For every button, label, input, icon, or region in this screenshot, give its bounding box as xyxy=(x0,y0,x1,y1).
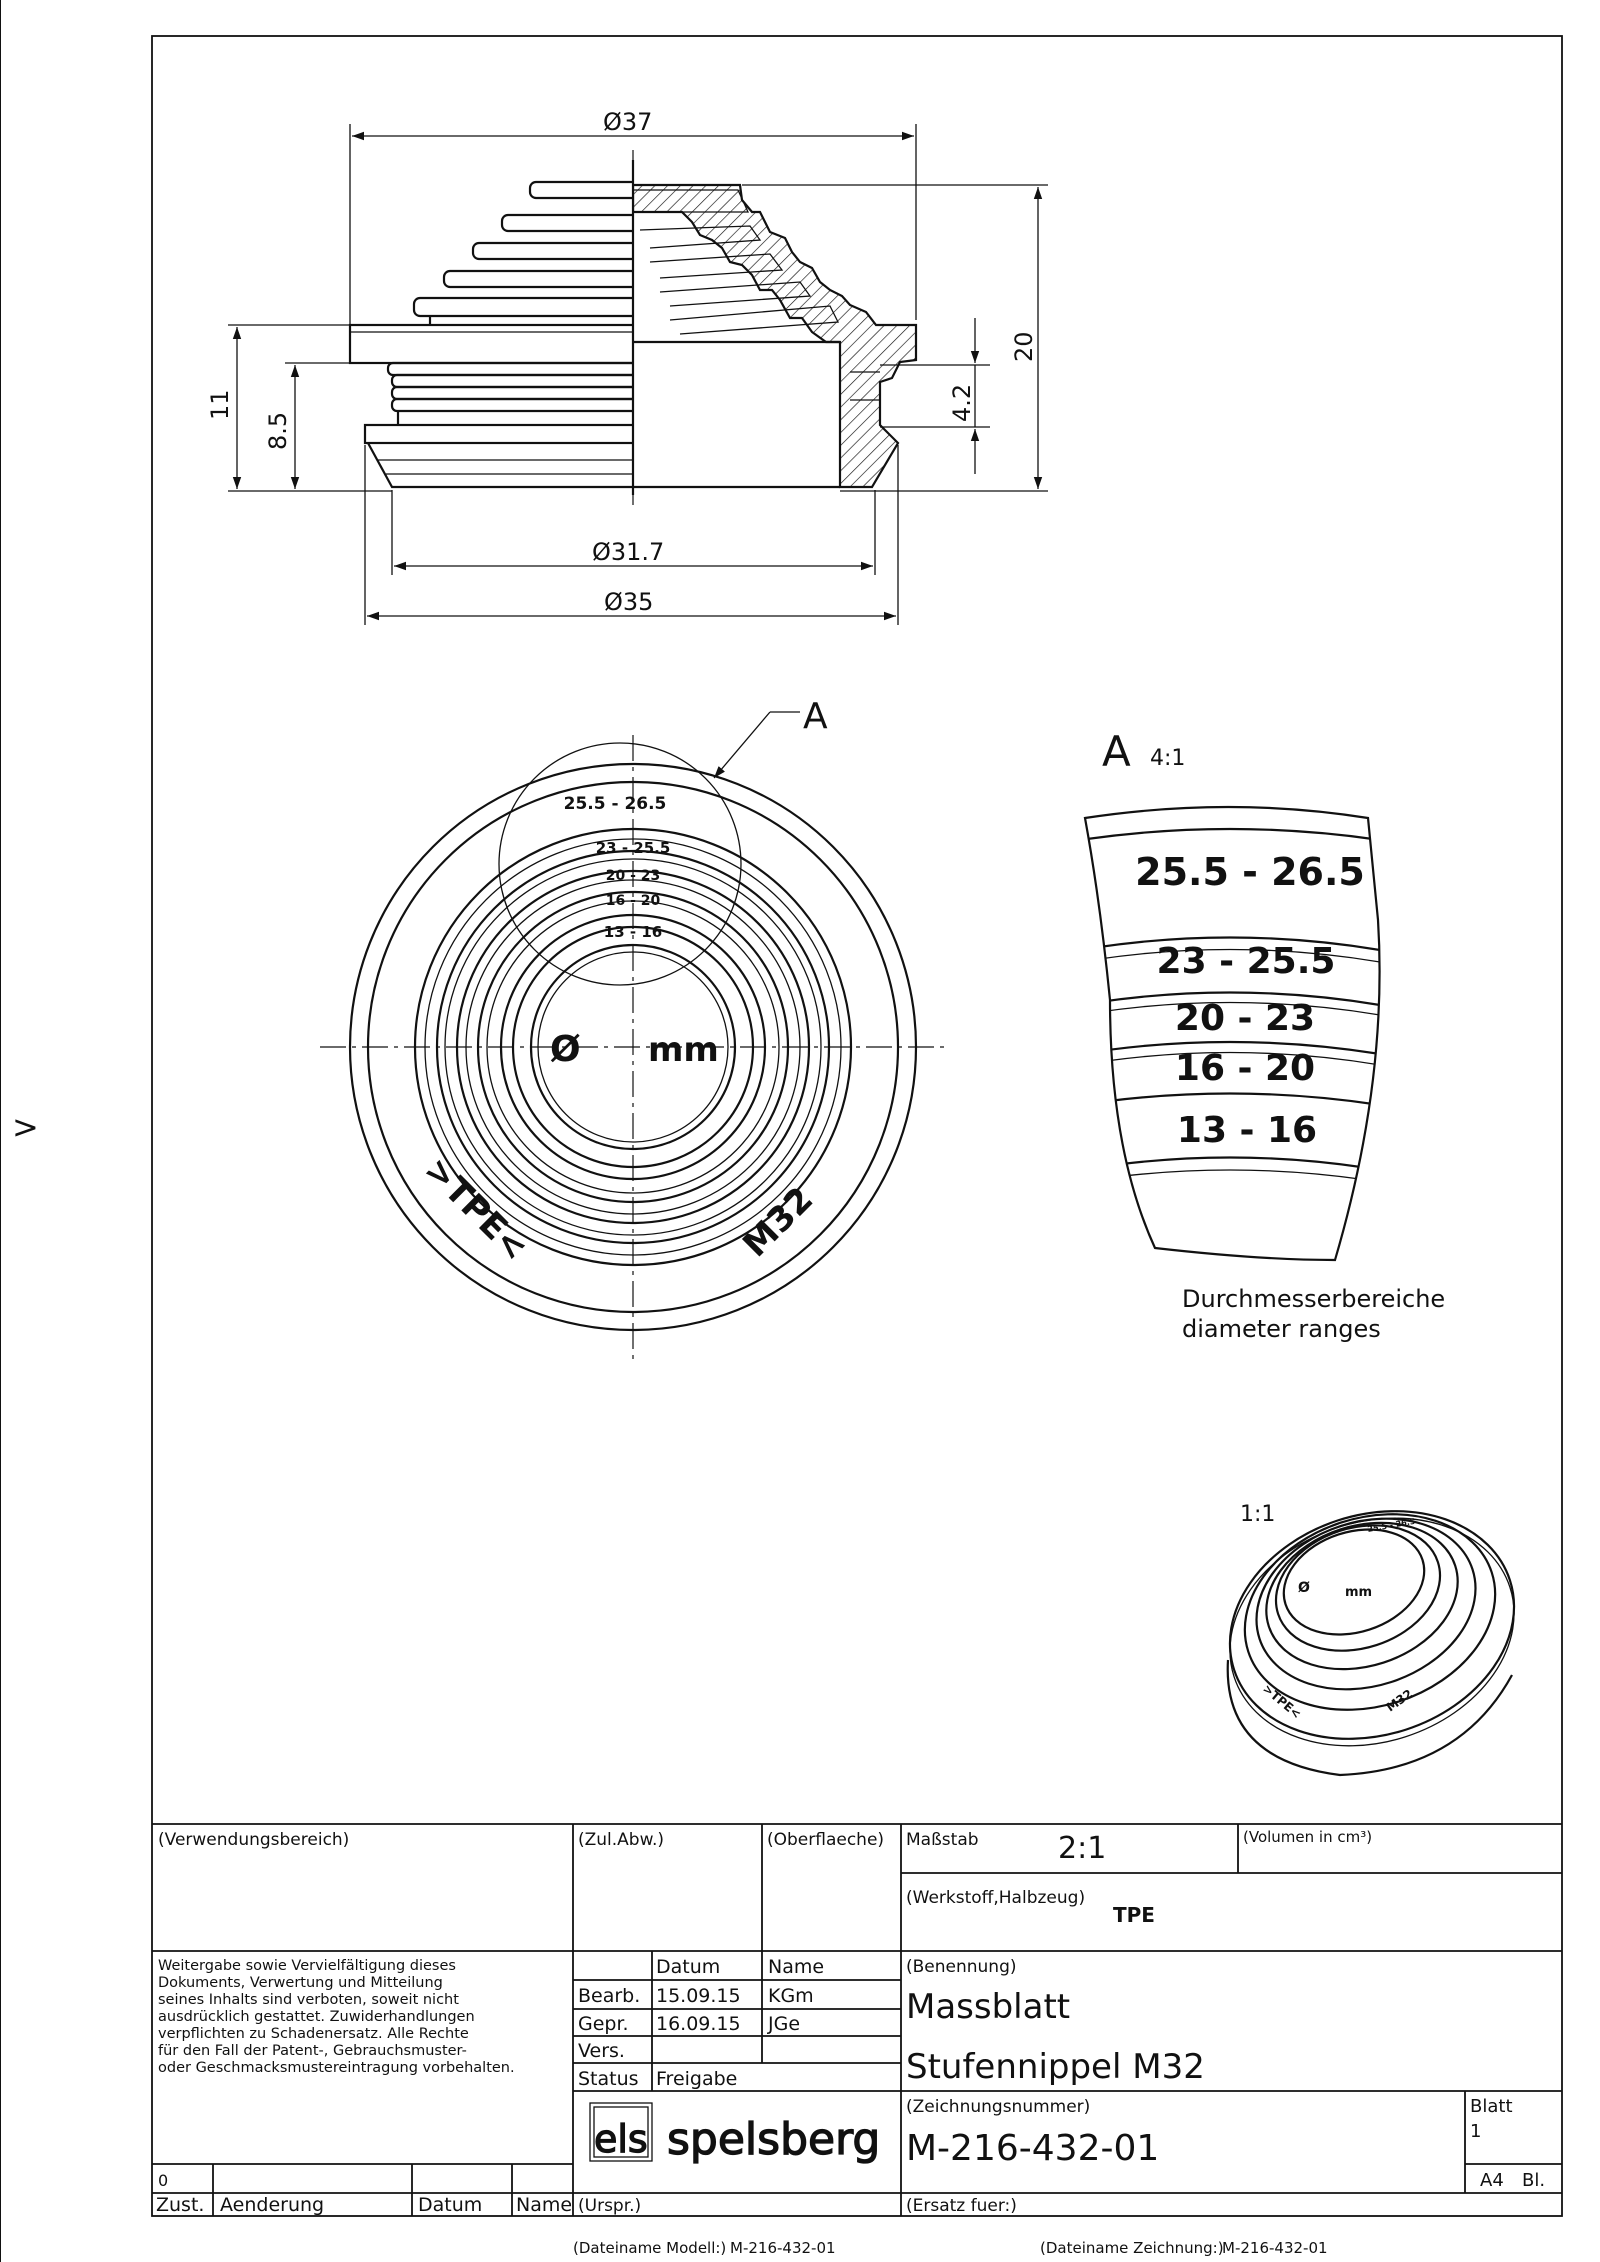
tb-format-bl: Bl. xyxy=(1522,2170,1545,2191)
front-ring-label-1: 25.5 - 26.5 xyxy=(564,794,667,814)
tb-oberflaeche: (Oberflaeche) xyxy=(767,1830,884,1850)
tb-notice-4: ausdrücklich gestattet. Zuwiderhandlunge… xyxy=(158,2009,475,2025)
tb-zust: Zust. xyxy=(156,2194,204,2216)
tb-blatt-value: 1 xyxy=(1470,2121,1481,2142)
tb-gepr-datum: 16.09.15 xyxy=(656,2013,741,2035)
detail-caption-de: Durchmesserbereiche xyxy=(1182,1285,1445,1313)
front-view: Ø mm 25.5 - 26.5 23 - 25.5 20 - 23 16 - … xyxy=(320,696,945,1360)
logo-spelsberg: spelsberg xyxy=(667,2114,880,2165)
tb-status-label: Status xyxy=(578,2068,639,2090)
tb-status-value: Freigabe xyxy=(656,2068,737,2090)
tb-verwendungsbereich: (Verwendungsbereich) xyxy=(158,1830,349,1850)
detail-caption-en: diameter ranges xyxy=(1182,1315,1381,1343)
detail-a-scale: 4:1 xyxy=(1150,746,1185,771)
dim-h20: 20 xyxy=(1010,331,1038,362)
tb-ersatz: (Ersatz fuer:) xyxy=(906,2196,1017,2216)
detail-label-4: 16 - 20 xyxy=(1175,1048,1315,1089)
tb-notice-7: oder Geschmacksmustereintragung vorbehal… xyxy=(158,2060,515,2076)
iso-center-diameter: Ø xyxy=(1298,1580,1310,1596)
tb-rev-datum: Datum xyxy=(418,2194,482,2216)
tb-massstab-value: 2:1 xyxy=(1058,1831,1106,1866)
tb-drawing-number: M-216-432-01 xyxy=(906,2128,1159,2169)
tb-format: A4 xyxy=(1480,2170,1504,2191)
tb-gepr-name: JGe xyxy=(767,2013,800,2035)
tb-rev-index: 0 xyxy=(158,2171,168,2190)
file-names: (Dateiname Modell:) M-216-432-01 (Datein… xyxy=(573,2239,1328,2257)
tb-zul-abw: (Zul.Abw.) xyxy=(578,1830,664,1850)
detail-label-2: 23 - 25.5 xyxy=(1157,941,1336,982)
side-mark: > xyxy=(12,1108,39,1146)
section-view xyxy=(348,150,918,505)
tb-aenderung: Aenderung xyxy=(220,2194,324,2216)
iso-center-mm: mm xyxy=(1345,1585,1372,1600)
tb-notice-2: Dokuments, Verwertung und Mitteilung xyxy=(158,1975,443,1991)
drawing-frame xyxy=(151,35,1563,2217)
front-center-diameter: Ø xyxy=(550,1029,581,1070)
tb-massstab-label: Maßstab xyxy=(906,1830,979,1850)
tb-zeichnungsnummer-label: (Zeichnungsnummer) xyxy=(906,2097,1090,2117)
detail-label-3: 20 - 23 xyxy=(1175,998,1315,1039)
detail-label-5: 13 - 16 xyxy=(1177,1110,1317,1151)
tb-gepr-label: Gepr. xyxy=(578,2013,629,2035)
tb-bearb-datum: 15.09.15 xyxy=(656,1985,741,2007)
detail-a-view: A 4:1 25.5 - 26.5 23 - 25.5 20 - 23 16 -… xyxy=(1083,727,1445,1343)
front-ring-label-5: 13 - 16 xyxy=(604,923,662,941)
tb-name-header: Name xyxy=(768,1956,824,1978)
tb-notice-3: seines Inhalts sind verboten, soweit nic… xyxy=(158,1992,459,2008)
front-center-mm: mm xyxy=(648,1030,719,1070)
dim-h4-2: 4.2 xyxy=(948,384,976,422)
file-drawing-label: (Dateiname Zeichnung:) xyxy=(1040,2239,1224,2257)
tb-rev-name: Name xyxy=(516,2194,572,2216)
section-view-cut xyxy=(633,183,918,489)
tb-blatt-label: Blatt xyxy=(1470,2096,1513,2117)
tb-bearb-name: KGm xyxy=(768,1985,814,2007)
tb-notice-5: verpflichten zu Schadenersatz. Alle Rech… xyxy=(158,2026,469,2042)
iso-thread-mark: M32 xyxy=(1384,1687,1415,1715)
dimensions: Ø37 Ø31.7 Ø35 11 8.5 20 4.2 xyxy=(206,108,1048,625)
dim-d35: Ø35 xyxy=(604,588,653,616)
dim-d31-7: Ø31.7 xyxy=(592,538,664,566)
front-ring-label-4: 16 - 20 xyxy=(606,893,661,909)
dim-h8-5: 8.5 xyxy=(264,412,292,450)
tb-benennung-label: (Benennung) xyxy=(906,1957,1017,1977)
front-ring-label-2: 23 - 25.5 xyxy=(596,839,671,857)
tb-title-line2: Stufennippel M32 xyxy=(906,2047,1205,2087)
tb-vers-label: Vers. xyxy=(578,2040,625,2062)
tb-notice-6: für den Fall der Patent-, Gebrauchsmuste… xyxy=(158,2043,467,2059)
detail-a-callout: A xyxy=(803,696,828,737)
file-model-label: (Dateiname Modell:) xyxy=(573,2239,726,2257)
tb-datum-header: Datum xyxy=(656,1956,720,1978)
detail-a-letter: A xyxy=(1102,727,1131,776)
file-drawing: M-216-432-01 xyxy=(1222,2239,1328,2257)
tb-volumen: (Volumen in cm³) xyxy=(1243,1828,1372,1846)
title-block: (Verwendungsbereich) (Zul.Abw.) (Oberfla… xyxy=(152,1823,1562,2216)
front-ring-label-3: 20 - 23 xyxy=(606,868,661,884)
file-model: M-216-432-01 xyxy=(730,2239,836,2257)
spelsberg-logo: els spelsberg xyxy=(589,2102,881,2166)
iso-scale: 1:1 xyxy=(1240,1502,1275,1527)
dim-h11: 11 xyxy=(206,389,234,420)
logo-els: els xyxy=(594,2117,648,2161)
tb-notice-1: Weitergabe sowie Vervielfältigung dieses xyxy=(158,1958,456,1974)
tb-title-line1: Massblatt xyxy=(906,1987,1070,2027)
detail-label-1: 25.5 - 26.5 xyxy=(1135,850,1365,894)
dim-d37: Ø37 xyxy=(603,108,652,136)
detail-a-circle xyxy=(498,742,742,986)
tb-bearb-label: Bearb. xyxy=(578,1985,640,2007)
front-thread-mark: M32 xyxy=(735,1179,821,1265)
tb-werkstoff-label: (Werkstoff,Halbzeug) xyxy=(906,1888,1085,1908)
tb-werkstoff-value: TPE xyxy=(1113,1903,1155,1927)
tb-urspr: (Urspr.) xyxy=(578,2196,641,2216)
iso-view: 1:1 Ø mm 25.5 - 26.5 >TPE< M32 xyxy=(1226,1502,1516,1777)
